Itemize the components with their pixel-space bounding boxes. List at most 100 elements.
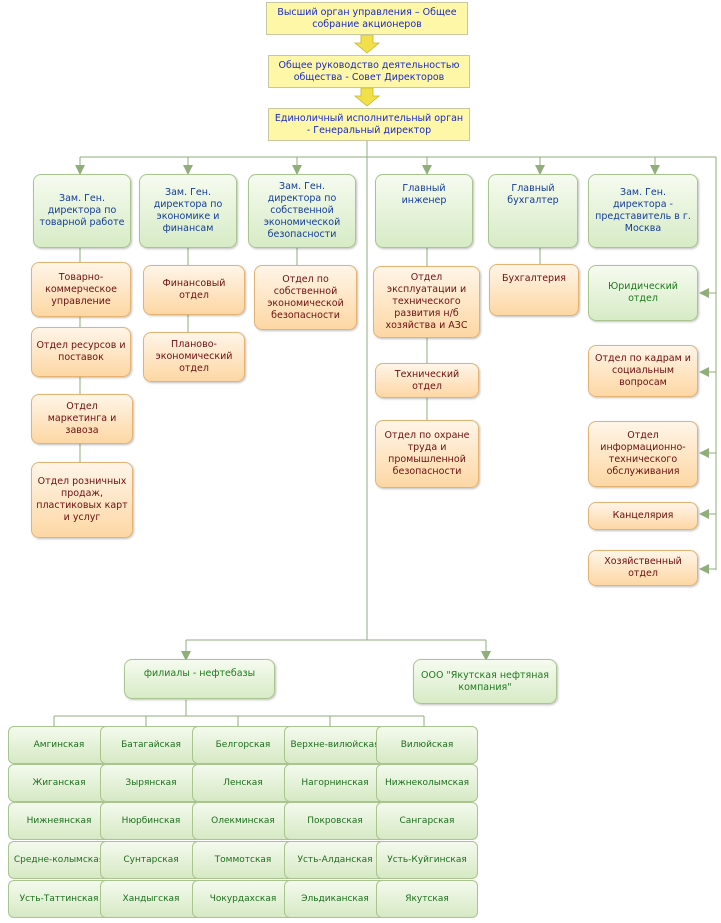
dept-technical-label: Технический отдел xyxy=(394,368,460,392)
dept-household: Хозяйственный отдел xyxy=(588,550,698,586)
dept-accounting-label: Бухгалтерия xyxy=(502,273,566,284)
dept-exploitation: Отдел эксплуатации и технического развит… xyxy=(373,266,480,338)
branch-label: Нижнеколымская xyxy=(384,778,470,788)
branch-cell: Белгорская xyxy=(192,726,294,764)
chief-engineer: Главный инженер xyxy=(375,174,473,248)
deputy-commercial: Зам. Ген. директора по товарной работе xyxy=(33,174,131,248)
deputy-economics: Зам. Ген. директора по экономике и финан… xyxy=(139,174,237,248)
branch-cell: Нюрбинская xyxy=(100,802,202,840)
branch-cell: Батагайская xyxy=(100,726,202,764)
dept-it-label: Отдел информационно-технического обслужи… xyxy=(600,430,686,477)
branch-label: Чокурдахская xyxy=(209,894,277,904)
dept-legal-label: Юридический отдел xyxy=(608,281,678,304)
dept-household-label: Хозяйственный отдел xyxy=(604,556,682,579)
branch-label: Сангарская xyxy=(399,816,455,826)
company-label: ООО "Якутская нефтяная компания" xyxy=(420,669,549,693)
deputy-security-label: Зам. Ген. директора по собственной эконо… xyxy=(263,181,341,240)
branch-label: Олекминская xyxy=(211,816,275,826)
branch-cell: Усть-Алданская xyxy=(284,841,386,879)
branch-cell: Сангарская xyxy=(376,802,478,840)
branch-label: Нижнеянская xyxy=(26,816,92,826)
branch-cell: Зырянская xyxy=(100,764,202,802)
branch-label: Хандыгская xyxy=(122,894,180,904)
deputy-security: Зам. Ген. директора по собственной эконо… xyxy=(248,174,356,248)
branch-label: Эльдиканская xyxy=(301,894,369,904)
dept-legal: Юридический отдел xyxy=(588,265,698,321)
branch-cell: Эльдиканская xyxy=(284,880,386,918)
dept-retail-label: Отдел розничных продаж, пластиковых карт… xyxy=(36,476,128,523)
branch-cell: Амгинская xyxy=(8,726,110,764)
shareholders-box: Высший орган управления – Общее собрание… xyxy=(266,2,468,35)
deputy-moscow: Зам. Ген. директора - представитель в г.… xyxy=(588,174,698,248)
branch-label: Усть-Таттинская xyxy=(19,894,99,904)
dept-trade: Товарно-коммерческое управление xyxy=(31,262,131,317)
branch-label: Батагайская xyxy=(121,740,181,750)
branch-cell: Чокурдахская xyxy=(192,880,294,918)
dept-retail: Отдел розничных продаж, пластиковых карт… xyxy=(31,462,133,538)
branch-cell: Верхне-вилюйская xyxy=(284,726,386,764)
dept-exploitation-label: Отдел эксплуатации и технического развит… xyxy=(385,272,468,331)
dept-resources-label: Отдел ресурсов и поставок xyxy=(36,340,126,363)
dept-finance: Финансовый отдел xyxy=(143,265,245,315)
branch-label: Зырянская xyxy=(125,778,177,788)
shareholders-label: Высший орган управления – Общее собрание… xyxy=(277,6,457,30)
branch-cell: Сунтарская xyxy=(100,841,202,879)
dept-it: Отдел информационно-технического обслужи… xyxy=(588,421,698,487)
dept-safety: Отдел по охране труда и промышленной без… xyxy=(375,420,479,488)
branch-cell: Олекминская xyxy=(192,802,294,840)
dept-finance-label: Финансовый отдел xyxy=(162,278,226,301)
dept-hr: Отдел по кадрам и социальным вопросам xyxy=(588,345,698,397)
dept-technical: Технический отдел xyxy=(375,363,479,398)
branch-label: Нюрбинская xyxy=(121,816,181,826)
branch-label: Амгинская xyxy=(33,740,85,750)
company-box: ООО "Якутская нефтяная компания" xyxy=(413,659,557,704)
branch-label: Томмотская xyxy=(214,855,272,865)
branch-cell: Жиганская xyxy=(8,764,110,802)
deputy-moscow-label: Зам. Ген. директора - представитель в г.… xyxy=(595,187,691,234)
branches-box: филиалы - нефтебазы xyxy=(124,659,275,699)
deputy-commercial-label: Зам. Ген. директора по товарной работе xyxy=(39,193,125,228)
board-label: Общее руководство деятельностью общества… xyxy=(278,59,460,83)
dept-accounting: Бухгалтерия xyxy=(489,264,579,316)
branch-cell: Нагорнинская xyxy=(284,764,386,802)
ceo-box: Единоличный исполнительный орган - Генер… xyxy=(268,108,470,141)
branch-cell: Томмотская xyxy=(192,841,294,879)
branch-label: Ленская xyxy=(223,778,263,788)
dept-office-label: Канцелярия xyxy=(612,510,674,521)
branch-cell: Хандыгская xyxy=(100,880,202,918)
branch-cell: Нижнеянская xyxy=(8,802,110,840)
branch-label: Нагорнинская xyxy=(301,778,369,788)
dept-marketing-label: Отдел маркетинга и завоза xyxy=(47,401,117,436)
branch-label: Вилюйская xyxy=(400,740,454,750)
branch-cell: Усть-Таттинская xyxy=(8,880,110,918)
dept-marketing: Отдел маркетинга и завоза xyxy=(31,394,133,444)
branch-label: Белгорская xyxy=(215,740,271,750)
ceo-label: Единоличный исполнительный орган - Генер… xyxy=(274,112,464,136)
deputy-economics-label: Зам. Ген. директора по экономике и финан… xyxy=(153,187,223,234)
dept-safety-label: Отдел по охране труда и промышленной без… xyxy=(384,430,470,477)
board-box: Общее руководство деятельностью общества… xyxy=(268,55,470,88)
dept-planning-label: Планово-экономический отдел xyxy=(155,339,233,374)
branch-label: Средне-колымская xyxy=(13,855,105,865)
dept-resources: Отдел ресурсов и поставок xyxy=(31,327,131,377)
chief-accountant-label: Главный бухгалтер xyxy=(507,183,559,206)
branch-label: Жиганская xyxy=(32,778,86,788)
dept-security: Отдел по собственной экономической безоп… xyxy=(254,265,357,330)
branch-label: Якутская xyxy=(405,894,449,904)
branch-cell: Ленская xyxy=(192,764,294,802)
dept-security-label: Отдел по собственной экономической безоп… xyxy=(267,273,344,321)
branch-label: Усть-Алданская xyxy=(297,855,373,865)
branch-label: Сунтарская xyxy=(123,855,179,865)
branch-cell: Усть-Куйгинская xyxy=(376,841,478,879)
branch-cell: Покровская xyxy=(284,802,386,840)
branch-label: Покровская xyxy=(307,816,363,826)
chief-engineer-label: Главный инженер xyxy=(401,183,447,206)
branch-cell: Средне-колымская xyxy=(8,841,110,879)
branch-label: Верхне-вилюйская xyxy=(290,740,380,750)
branch-cell: Якутская xyxy=(376,880,478,918)
chief-accountant: Главный бухгалтер xyxy=(488,174,578,248)
dept-hr-label: Отдел по кадрам и социальным вопросам xyxy=(595,353,691,388)
dept-trade-label: Товарно-коммерческое управление xyxy=(45,271,117,307)
branch-label: Усть-Куйгинская xyxy=(387,855,467,865)
yellow-arrow-icons xyxy=(353,34,381,107)
